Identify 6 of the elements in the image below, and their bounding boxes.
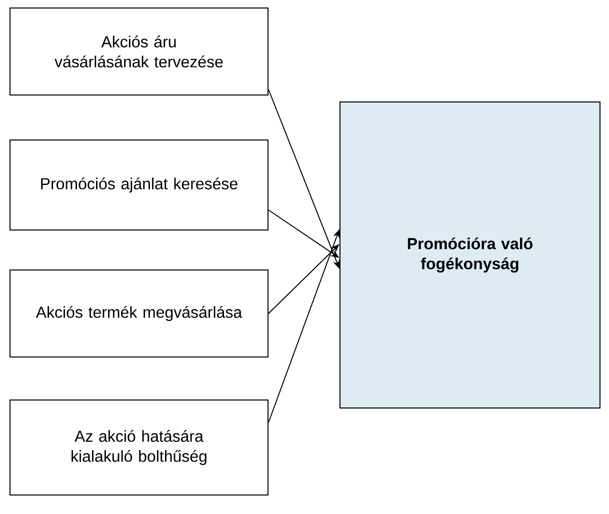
concept-box: Promócióra való fogékonyság [340, 102, 600, 408]
factor-box: Promóciós ajánlat keresése [10, 140, 268, 230]
factor-box: Akciós termék megvásárlása [10, 270, 268, 358]
factor-box: Az akció hatására kialakuló bolthűség [10, 400, 268, 496]
factor-box: Akciós áru vásárlásának tervezése [10, 8, 268, 96]
arrow [268, 244, 340, 314]
